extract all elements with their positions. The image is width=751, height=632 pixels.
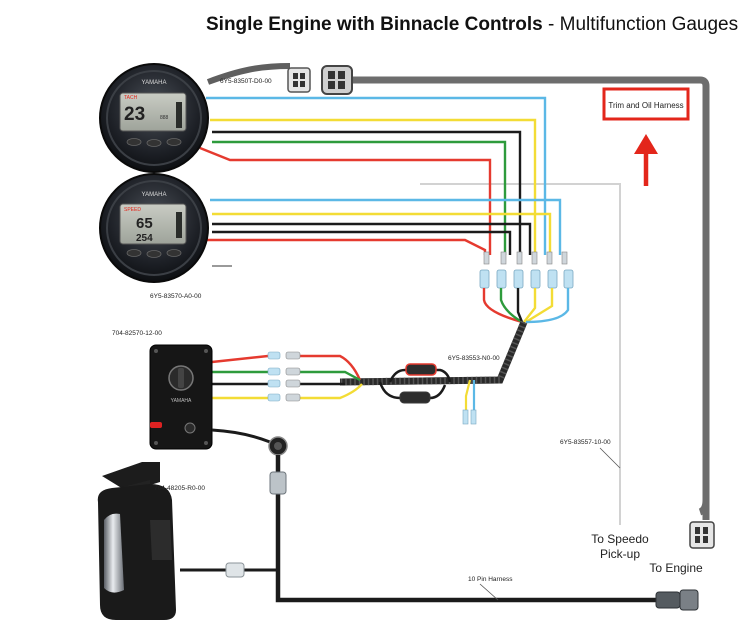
title-bold: Single Engine with Binnacle Controls bbox=[206, 14, 543, 35]
harness-branch-bullet-2 bbox=[470, 409, 477, 425]
tach-wire-black bbox=[212, 130, 522, 255]
tach-harness-cable bbox=[206, 63, 291, 85]
bullet-terminals-top bbox=[483, 251, 568, 265]
ten-pin-top-connector bbox=[269, 471, 287, 495]
tach-mode: TACH bbox=[124, 95, 138, 101]
speedo-hose-part-label: 6Y5-83557-10-00 bbox=[560, 439, 611, 446]
panel-to-plug-cable bbox=[211, 428, 271, 444]
switch-wires bbox=[211, 354, 363, 400]
tach-button-left bbox=[126, 138, 142, 146]
tachometer-gauge: YAMAHA TACH 23 888 bbox=[99, 63, 209, 173]
harness-branch-bullet-1 bbox=[462, 409, 469, 425]
stop-switch-button bbox=[184, 422, 196, 434]
converging-wires bbox=[482, 288, 570, 324]
tach-wire-green bbox=[212, 140, 507, 255]
speedo-button-mid bbox=[146, 250, 162, 258]
sleeve-connectors bbox=[479, 269, 574, 289]
tach-sub-reading: 888 bbox=[160, 115, 169, 121]
to-speedo-label: To Speedo bbox=[591, 532, 649, 546]
tach-wire-blue bbox=[206, 96, 547, 255]
speedo-mode: SPEED bbox=[124, 207, 141, 213]
key-switch-panel: YAMAHA bbox=[149, 344, 213, 450]
speedo-wire-blue bbox=[210, 198, 562, 255]
speedo-button-right bbox=[166, 249, 182, 257]
tach-part-label: 6Y5-8350T-D0-00 bbox=[220, 78, 272, 85]
binnacle-control bbox=[97, 462, 176, 620]
title-rest: - Multifunction Gauges bbox=[542, 14, 739, 35]
speedo-wire-yellow bbox=[212, 212, 552, 255]
tach-wire-red bbox=[199, 146, 492, 255]
ten-pin-leader-line bbox=[479, 583, 499, 601]
control-part-label: 704-48205-R0-00 bbox=[154, 485, 205, 492]
svg-text:YAMAHA: YAMAHA bbox=[171, 398, 192, 404]
speedo-main-reading: 65 bbox=[136, 215, 153, 232]
engine-connector bbox=[689, 521, 715, 549]
speedometer-gauge: YAMAHA SPEED 65 254 bbox=[99, 173, 209, 283]
tach-harness-connector bbox=[287, 67, 311, 93]
speedo-brand: YAMAHA bbox=[142, 192, 167, 198]
speedo-part-label: 6Y5-83570-A0-00 bbox=[150, 293, 202, 300]
speedo-wire-red bbox=[205, 238, 487, 255]
trim-oil-harness-cable bbox=[352, 76, 710, 516]
speedo-hose-leader-line bbox=[599, 447, 621, 469]
speedo-wire-black-2 bbox=[212, 230, 512, 255]
harness-part-label: 6Y5-83553-N0-00 bbox=[448, 355, 500, 362]
trim-oil-highlight-box bbox=[602, 87, 690, 121]
switch-bullet-connectors bbox=[267, 351, 301, 402]
main-harness-loom bbox=[339, 320, 528, 386]
speedo-button-left bbox=[126, 249, 142, 257]
ten-pin-engine-plug bbox=[655, 589, 699, 611]
tach-wire-yellow bbox=[210, 118, 537, 255]
tach-button-right bbox=[166, 138, 182, 146]
diagram-title: Single Engine with Binnacle Controls - M… bbox=[206, 14, 738, 36]
tach-button-mid bbox=[146, 139, 162, 147]
trim-oil-connector bbox=[321, 65, 353, 95]
pickup-label: Pick-up bbox=[600, 547, 640, 561]
ten-pin-harness-cable bbox=[275, 455, 660, 603]
switch-part-label: 704-82570-12-00 bbox=[112, 330, 162, 337]
arrow-up-icon bbox=[634, 134, 658, 186]
speedo-sub-reading: 254 bbox=[136, 233, 153, 244]
to-engine-label: To Engine bbox=[649, 561, 703, 575]
stop-switch-lanyard bbox=[150, 422, 162, 428]
control-harness-plug bbox=[225, 562, 245, 578]
fuse-holder-bottom bbox=[399, 391, 431, 404]
tach-brand: YAMAHA bbox=[142, 80, 167, 86]
tach-main-reading: 23 bbox=[124, 104, 145, 125]
speedo-wire-black-1 bbox=[212, 222, 532, 255]
trim-oil-label: Trim and Oil Harness bbox=[608, 101, 683, 110]
ten-pin-harness-label: 10 Pin Harness bbox=[468, 576, 513, 583]
fuse-holder-top bbox=[405, 363, 437, 376]
